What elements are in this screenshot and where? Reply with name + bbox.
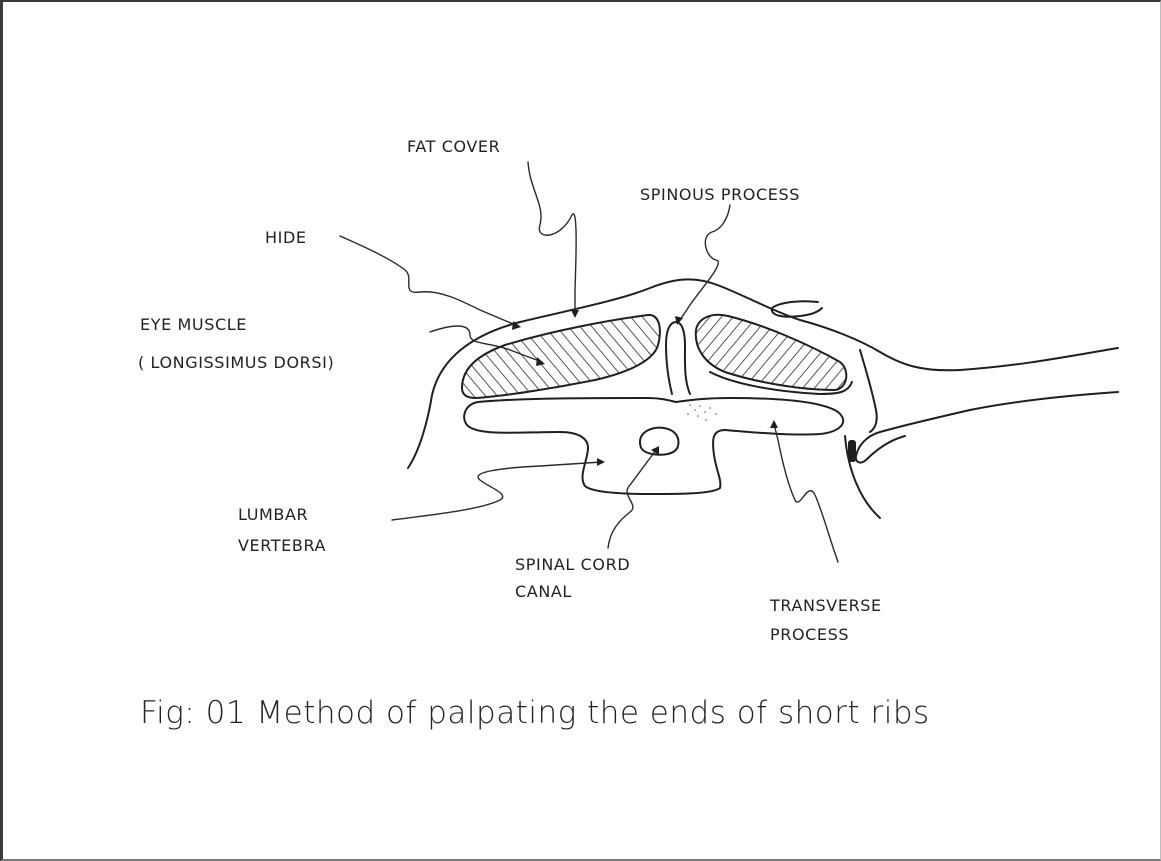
hand-finger-outline	[772, 301, 822, 316]
label-lumbar-line1: LUMBAR	[238, 505, 308, 524]
leader-spinal-cord-canal	[608, 450, 656, 548]
lumbar-vertebra-shape	[464, 398, 843, 494]
stipple-shading	[687, 404, 717, 421]
label-eye-muscle-line2: ( LONGISSIMUS DORSI)	[138, 353, 334, 372]
leader-fat-cover	[528, 162, 576, 315]
left-eye-muscle	[462, 315, 660, 398]
leader-transverse-process	[774, 424, 838, 562]
fingernail-mark	[848, 440, 856, 462]
arrowhead-lumbar-vertebra	[597, 458, 605, 466]
label-eye-muscle-line1: EYE MUSCLE	[140, 315, 247, 334]
leader-spinous-process	[680, 205, 730, 320]
spinous-process-shape	[666, 322, 690, 394]
label-transverse-line1: TRANSVERSE	[769, 596, 882, 615]
label-hide: HIDE	[265, 228, 307, 247]
figure-caption: Fig: 01 Method of palpating the ends of …	[140, 695, 930, 731]
arrowhead-transverse-process	[770, 420, 778, 428]
arrowhead-fat-cover	[571, 310, 579, 318]
spinal-cord-canal-shape	[640, 428, 678, 455]
hand-outline	[856, 392, 1118, 463]
label-spinal-cord-line2: CANAL	[515, 582, 572, 601]
label-spinal-cord-line1: SPINAL CORD	[515, 555, 630, 574]
hand-thumb-outline	[860, 350, 877, 432]
label-lumbar-line2: VERTEBRA	[238, 536, 326, 555]
leader-lumbar-vertebra	[392, 462, 602, 520]
label-transverse-line2: PROCESS	[770, 625, 849, 644]
leader-hide	[340, 236, 518, 326]
label-fat-cover: FAT COVER	[407, 137, 500, 156]
label-spinous-process: SPINOUS PROCESS	[640, 185, 800, 204]
